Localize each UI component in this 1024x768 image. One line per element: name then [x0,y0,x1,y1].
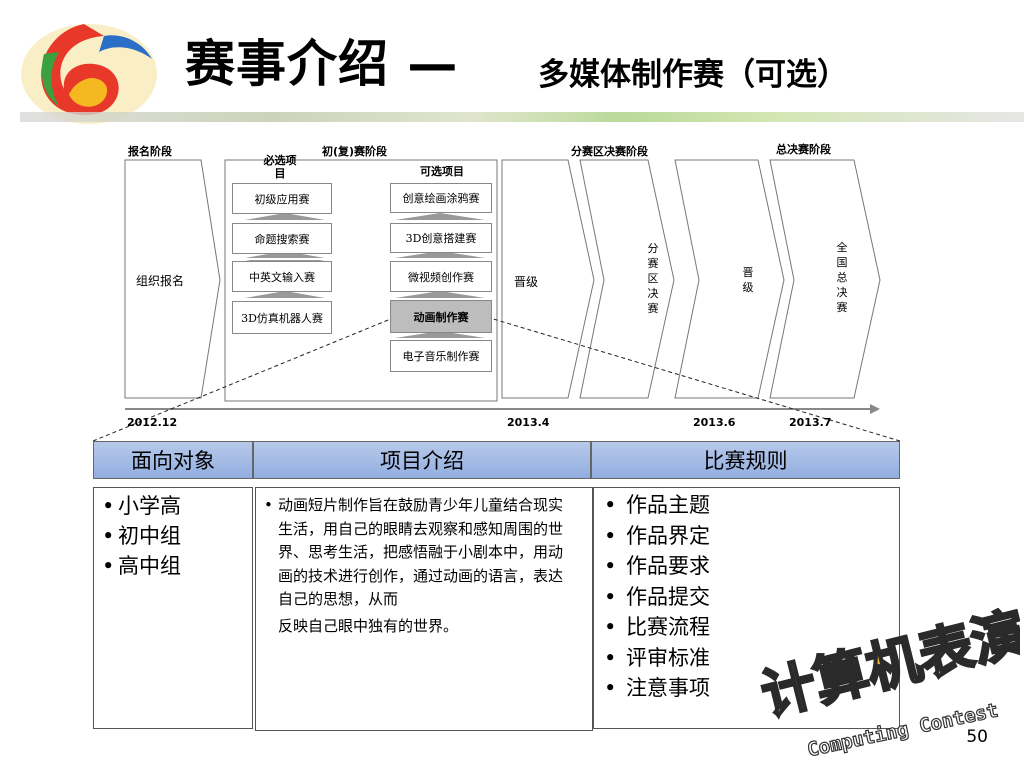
national-final-chevron [769,159,881,399]
stage-preliminary: 初(复)赛阶段 [322,145,388,158]
advance-label-1: 晋级 [514,275,539,289]
rule-item: 作品提交 [598,582,899,613]
header-intro: 项目介绍 [253,441,591,479]
header-rules: 比赛规则 [591,441,900,479]
stage-registration: 报名阶段 [128,145,172,158]
optional-item-highlighted: 动画制作赛 [390,300,492,333]
division-final-label: 分赛区决赛 [647,242,659,315]
national-final-label: 全国总决赛 [836,241,848,314]
optional-item: 创意绘画涂鸦赛 [390,183,492,213]
advance-chevron-1 [501,159,595,399]
advance-chevron-2 [674,159,785,399]
audience-cell: 小学高 初中组 高中组 [93,487,253,729]
required-label: 必选项目 [263,154,297,180]
rule-item: 评审标准 [598,643,899,674]
timeline-date: 2013.4 [507,416,550,429]
page-subtitle: 多媒体制作赛（可选） [538,57,848,93]
rule-item: 作品主题 [598,490,899,521]
rule-item: 注意事项 [598,673,899,704]
advance-label-2: 晋级 [742,266,754,294]
register-label: 组织报名 [136,274,185,288]
required-item: 中英文输入赛 [232,261,332,292]
registration-chevron [124,159,221,399]
computing-contest-logo-icon: 计算机表演赛 Computing Contest [754,590,1020,760]
audience-item: 初中组 [100,521,252,551]
optional-item: 微视频创作赛 [390,261,492,292]
rules-cell: 作品主题 作品界定 作品要求 作品提交 比赛流程 评审标准 注意事项 [593,487,900,729]
six-logo-icon [21,24,157,124]
optional-item: 3D创意搭建赛 [390,223,492,253]
required-item: 命题搜索赛 [232,223,332,254]
rule-item: 作品要求 [598,551,899,582]
required-item: 3D仿真机器人赛 [232,301,332,334]
division-final-chevron [579,159,675,399]
page-number: 50 [966,727,988,747]
rule-item: 比赛流程 [598,612,899,643]
audience-item: 小学高 [100,491,252,521]
rule-item: 作品界定 [598,521,899,552]
stage-national-final: 总决赛阶段 [776,143,831,156]
timeline-date: 2013.6 [693,416,736,429]
audience-item: 高中组 [100,551,252,581]
header-audience: 面向对象 [93,441,253,479]
timeline-date: 2012.12 [127,416,178,429]
optional-item: 电子音乐制作赛 [390,340,492,372]
decorative-banner [20,112,1024,122]
stage-division-final: 分赛区决赛阶段 [571,145,648,158]
timeline-date: 2013.7 [789,416,832,429]
intro-text: 动画短片制作旨在鼓励青少年儿童结合现实生活，用自己的眼睛去观察和感知周围的世界、… [278,496,564,608]
optional-label: 可选项目 [420,165,464,178]
required-item: 初级应用赛 [232,183,332,214]
intro-cell: 动画短片制作旨在鼓励青少年儿童结合现实生活，用自己的眼睛去观察和感知周围的世界、… [255,487,593,731]
intro-text-end: 反映自己眼中独有的世界。 [278,616,459,635]
page-title: 赛事介绍 — [185,35,459,93]
